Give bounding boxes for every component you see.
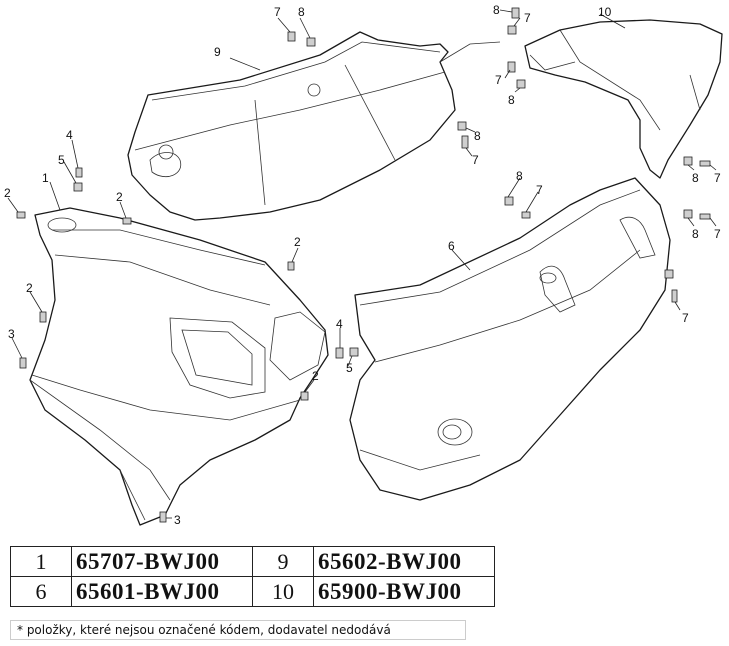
callout-7: 7 bbox=[472, 153, 479, 167]
exploded-parts-diagram: 7 8 9 8 7 10 7 8 8 7 4 5 2 1 2 2 2 3 4 5… bbox=[4, 3, 723, 527]
callout-2: 2 bbox=[312, 369, 319, 383]
part-code: 65707-BWJ00 bbox=[71, 546, 253, 577]
footnote: * položky, které nejsou označené kódem, … bbox=[10, 620, 466, 640]
callout-7: 7 bbox=[714, 171, 721, 185]
callout-8: 8 bbox=[298, 5, 305, 19]
callout-labels: 7 8 9 8 7 10 7 8 8 7 4 5 2 1 2 2 2 3 4 5… bbox=[4, 3, 721, 527]
part-1-front-side-cover bbox=[29, 207, 329, 526]
part-number: 10 bbox=[252, 576, 314, 607]
callout-7: 7 bbox=[682, 311, 689, 325]
part-code: 65900-BWJ00 bbox=[313, 576, 495, 607]
callout-8: 8 bbox=[516, 169, 523, 183]
callout-7: 7 bbox=[495, 73, 502, 87]
callout-6: 6 bbox=[448, 239, 455, 253]
callout-3: 3 bbox=[174, 513, 181, 527]
part-6-rear-side-cover bbox=[349, 177, 671, 501]
table-row: 1 65707-BWJ00 9 65602-BWJ00 bbox=[10, 546, 495, 577]
callout-8: 8 bbox=[692, 227, 699, 241]
callout-9: 9 bbox=[214, 45, 221, 59]
callout-8: 8 bbox=[493, 3, 500, 17]
part-9-upper-side-cover bbox=[127, 31, 501, 221]
callout-8: 8 bbox=[692, 171, 699, 185]
callout-8: 8 bbox=[508, 93, 515, 107]
callout-7: 7 bbox=[536, 183, 543, 197]
part-code: 65602-BWJ00 bbox=[313, 546, 495, 577]
callout-2: 2 bbox=[26, 281, 33, 295]
parts-table: 1 65707-BWJ00 9 65602-BWJ00 6 65601-BWJ0… bbox=[10, 546, 495, 607]
part-number: 9 bbox=[252, 546, 314, 577]
part-10-rear-cover bbox=[524, 19, 723, 179]
callout-7: 7 bbox=[524, 11, 531, 25]
callout-5: 5 bbox=[58, 153, 65, 167]
callout-3: 3 bbox=[8, 327, 15, 341]
callout-7: 7 bbox=[274, 5, 281, 19]
table-row: 6 65601-BWJ00 10 65900-BWJ00 bbox=[10, 576, 495, 607]
part-code: 65601-BWJ00 bbox=[71, 576, 253, 607]
part-number: 6 bbox=[10, 576, 72, 607]
leader-lines bbox=[7, 9, 717, 519]
callout-1: 1 bbox=[42, 171, 49, 185]
callout-2: 2 bbox=[116, 190, 123, 204]
callout-8: 8 bbox=[474, 129, 481, 143]
fasteners bbox=[16, 7, 711, 523]
callout-4: 4 bbox=[336, 317, 343, 331]
part-number: 1 bbox=[10, 546, 72, 577]
callout-5: 5 bbox=[346, 361, 353, 375]
callout-2: 2 bbox=[4, 186, 11, 200]
callout-4: 4 bbox=[66, 128, 73, 142]
callout-2: 2 bbox=[294, 235, 301, 249]
callout-10: 10 bbox=[598, 5, 612, 19]
callout-7: 7 bbox=[714, 227, 721, 241]
